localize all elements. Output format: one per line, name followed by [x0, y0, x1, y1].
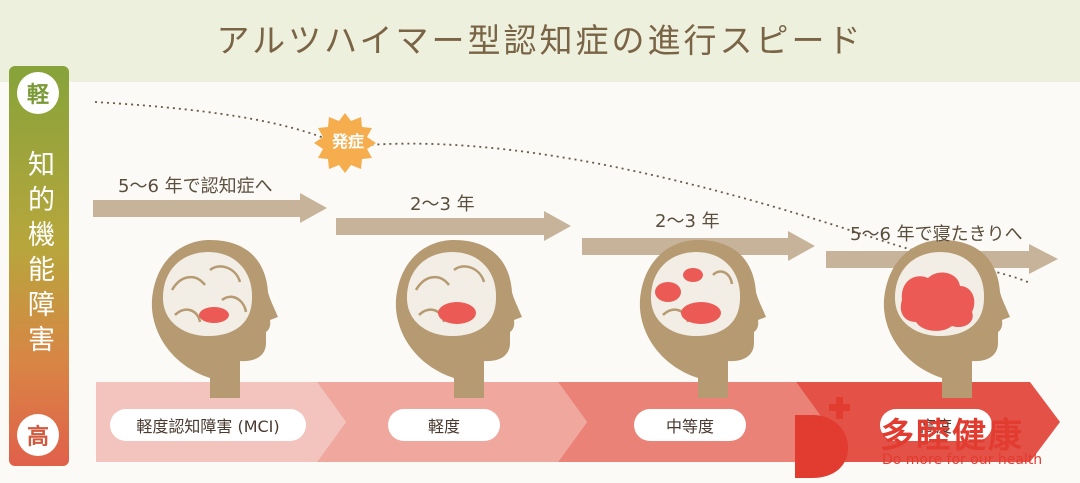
onset-badge: 発症	[331, 132, 364, 151]
scale-label: 知的機能障害	[16, 150, 60, 360]
head-icon-mci	[151, 240, 278, 398]
scale-top-marker: 軽	[17, 72, 59, 114]
stage-pill-mci: 軽度認知障害 (MCI)	[110, 409, 306, 441]
brand-logo-icon	[795, 397, 850, 478]
arrow-label-4: 5〜6 年で寝たきりへ	[850, 224, 1023, 245]
page-title: アルツハイマー型認知症の進行スピード	[216, 21, 864, 60]
arrow-2	[336, 211, 571, 241]
arrow-label-3: 2〜3 年	[655, 211, 720, 232]
head-icon-moderate	[639, 240, 766, 398]
brand-tagline: Do more for our health	[882, 452, 1043, 468]
scale-bottom-marker: 高	[17, 414, 59, 456]
cognitive-scale-bar	[9, 66, 69, 466]
arrow-label-1: 5〜6 年で認知症へ	[118, 176, 273, 197]
brand-logo-text: 多睦健康	[880, 416, 1024, 456]
head-icon-severe	[883, 240, 1010, 398]
stage-pill-mild: 軽度	[388, 409, 500, 441]
decline-curve	[94, 101, 1031, 284]
stage-pill-moderate: 中等度	[634, 409, 746, 441]
head-icon-mild	[395, 240, 522, 398]
stage-pill-severe: 高度	[880, 409, 992, 441]
onset-burst-icon	[314, 113, 376, 173]
arrow-1	[93, 193, 327, 223]
title-band	[0, 0, 1080, 82]
arrow-label-2: 2〜3 年	[410, 194, 475, 215]
scale-label-text: 知的機能障害	[23, 150, 54, 360]
